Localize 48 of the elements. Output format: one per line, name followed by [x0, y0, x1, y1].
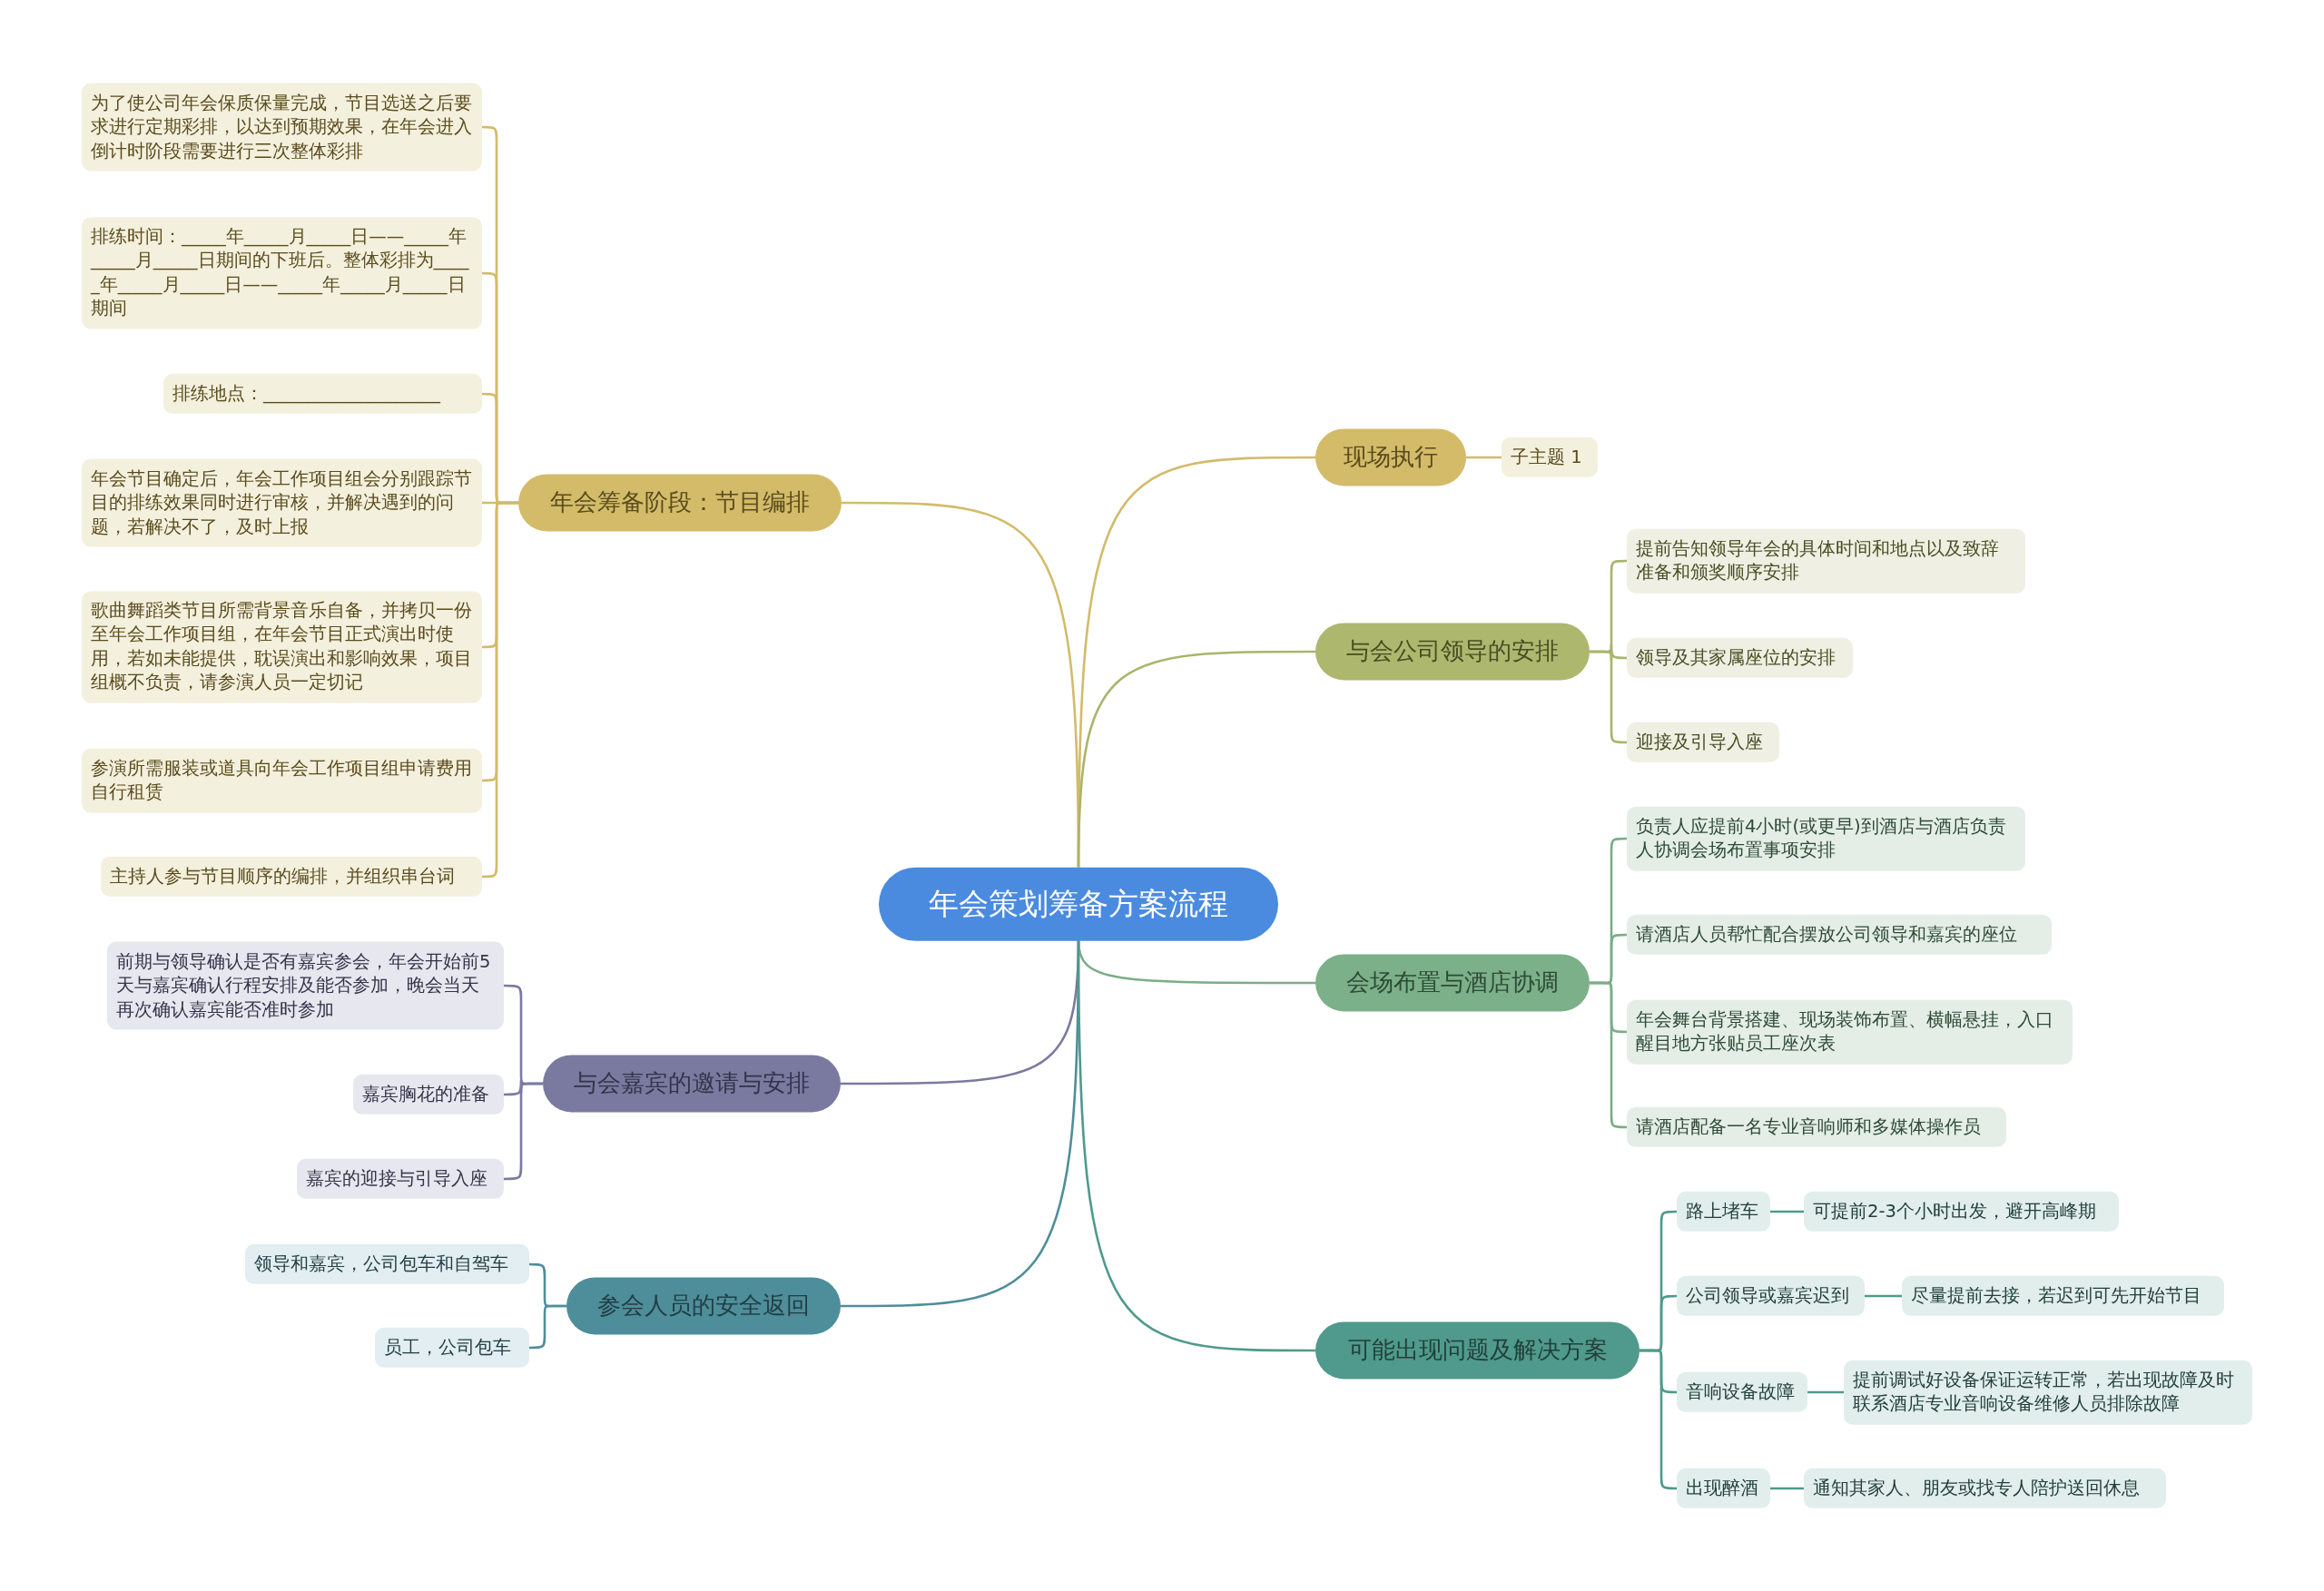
subtopic-box: 子主题 1 — [1502, 437, 1598, 478]
subtopic-box: 请酒店配备一名专业音响师和多媒体操作员 — [1627, 1106, 2006, 1148]
branch-topic: 会场布置与酒店协调 — [1315, 954, 1590, 1012]
branch-topic: 参会人员的安全返回 — [566, 1277, 841, 1335]
subtopic-box: 领导及其家属座位的安排 — [1627, 637, 1853, 679]
subtopic-box: 可提前2-3个小时出发，避开高峰期 — [1804, 1191, 2119, 1233]
subtopic-box: 嘉宾胸花的准备 — [353, 1074, 504, 1115]
subtopic-box: 为了使公司年会保质保量完成，节目选送之后要求进行定期彩排，以达到预期效果，在年会进入倒计时阶段需要进行三次整体彩排 — [82, 83, 482, 172]
subtopic-box: 提前调试好设备保证运转正常，若出现故障及时联系酒店专业音响设备维修人员排除故障 — [1844, 1360, 2252, 1425]
subtopic-box: 主持人参与节目顺序的编排，并组织串台词 — [101, 856, 482, 898]
subtopic-box: 前期与领导确认是否有嘉宾参会，年会开始前5天与嘉宾确认行程安排及能否参加，晚会当天再次确认嘉宾能否准时参加 — [107, 941, 504, 1030]
subtopic-box: 嘉宾的迎接与引导入座 — [297, 1158, 504, 1200]
connector-line — [529, 1304, 566, 1350]
connector-line — [1807, 1390, 1844, 1394]
branch-topic: 现场执行 — [1315, 428, 1466, 486]
subtopic-box: 领导和嘉宾，公司包车和自驾车 — [245, 1243, 529, 1285]
subtopic-box: 通知其家人、朋友或找专人陪护送回休息 — [1804, 1468, 2166, 1509]
connector-line — [1466, 456, 1502, 459]
subtopic-box: 歌曲舞蹈类节目所需背景音乐自备，并拷贝一份至年会工作项目组，在年会节目正式演出时使用，若如未能提供，耽误演出和影响效果，项目组概不负责，请参演人员一定切记 — [82, 591, 482, 703]
subtopic-box: 负责人应提前4小时(或更早)到酒店与酒店负责人协调会场布置事项安排 — [1627, 806, 2025, 871]
subtopic-box: 尽量提前去接，若迟到可先开始节目 — [1902, 1275, 2224, 1317]
subtopic-box: 音响设备故障 — [1677, 1371, 1807, 1413]
connector-line — [1770, 1210, 1804, 1213]
connector-line — [1077, 650, 1315, 868]
connector-line — [1590, 650, 1627, 744]
connector-line — [504, 1082, 543, 1181]
subtopic-box: 提前告知领导年会的具体时间和地点以及致辞准备和颁奖顺序安排 — [1627, 528, 2025, 594]
central-topic: 年会策划筹备方案流程 — [879, 867, 1278, 941]
subtopic-box: 迎接及引导入座 — [1627, 722, 1779, 763]
connector-line — [1590, 981, 1627, 1129]
connector-line — [1640, 1349, 1677, 1490]
subtopic-box: 员工，公司包车 — [375, 1327, 529, 1369]
branch-topic: 与会公司领导的安排 — [1315, 623, 1590, 681]
connector-line — [1770, 1487, 1804, 1490]
subtopic-box: 年会舞台背景搭建、现场装饰布置、横幅悬挂，入口醒目地方张贴员工座次表 — [1627, 999, 2073, 1065]
branch-topic: 可能出现问题及解决方案 — [1315, 1321, 1640, 1380]
subtopic-box: 路上堵车 — [1677, 1191, 1770, 1233]
subtopic-box: 年会节目确定后，年会工作项目组会分别跟踪节目的排练效果同时进行审核，并解决遇到的问题，若解决不了，及时上报 — [82, 458, 482, 547]
connector-line — [1077, 940, 1315, 1352]
branch-topic: 年会筹备阶段：节目编排 — [518, 474, 842, 532]
branch-topic: 与会嘉宾的邀请与安排 — [543, 1055, 841, 1113]
subtopic-box: 排练地点：____________________ — [163, 373, 482, 415]
subtopic-box: 排练时间：_____年_____月_____日——_____年_____月_____日期间的下班后。整体彩排为_____年_____月_____日——_____年_____月_____日期间 — [82, 217, 482, 329]
subtopic-box: 参演所需服装或道具向年会工作项目组申请费用自行租赁 — [82, 748, 482, 813]
subtopic-box: 公司领导或嘉宾迟到 — [1677, 1275, 1865, 1317]
subtopic-box: 请酒店人员帮忙配合摆放公司领导和嘉宾的座位 — [1627, 914, 2052, 956]
connector-line — [1865, 1294, 1902, 1298]
subtopic-box: 出现醉酒 — [1677, 1468, 1770, 1509]
